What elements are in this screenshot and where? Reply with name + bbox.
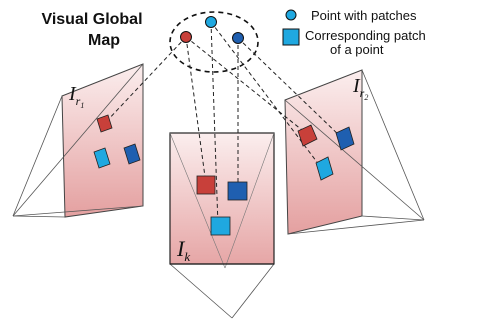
legend-patch-label-line2: of a point xyxy=(330,42,384,57)
map-point-blue xyxy=(232,32,244,44)
map-point-cyan xyxy=(205,16,217,28)
left-camera-frustum xyxy=(12,63,144,218)
legend-point-label: Point with patches xyxy=(311,8,417,23)
center-frame-patches xyxy=(196,175,248,236)
map-point-red xyxy=(180,31,192,43)
right-frame-label: Ir2 xyxy=(352,75,368,102)
diagram-title-line2: Map xyxy=(88,32,120,49)
center-camera-frustum xyxy=(169,132,275,319)
global-map-ellipse xyxy=(169,11,259,73)
legend-point-icon xyxy=(285,9,297,21)
diagram-title-line1: Visual Global xyxy=(41,11,142,28)
left-frame-patches xyxy=(93,114,141,169)
left-frame-label: Ir1 xyxy=(68,83,84,110)
center-frame-label: Ik xyxy=(176,236,190,264)
right-camera-frustum xyxy=(284,69,425,235)
right-frame-patches xyxy=(297,124,355,181)
legend-patch-label-line1: Corresponding patch xyxy=(305,28,426,43)
legend-patch-icon xyxy=(282,28,300,46)
